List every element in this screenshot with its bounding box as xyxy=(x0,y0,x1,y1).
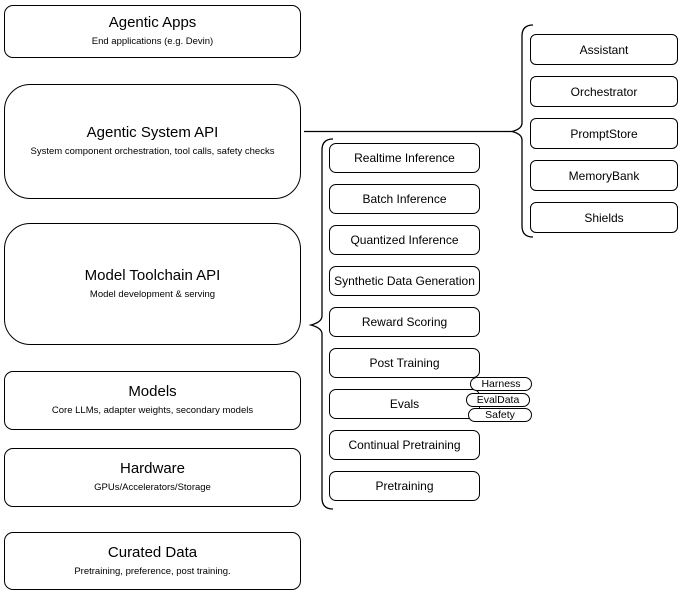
node-title: Hardware xyxy=(119,460,186,478)
node-model-toolchain-api: Model Toolchain API Model development & … xyxy=(4,223,301,345)
node-agentic-apps: Agentic Apps End applications (e.g. Devi… xyxy=(4,5,301,58)
node-agentic-system-api: Agentic System API System component orch… xyxy=(4,84,301,199)
node-pretraining: Pretraining xyxy=(329,471,480,501)
node-label: Continual Pretraining xyxy=(348,438,461,452)
node-title: Agentic Apps xyxy=(108,14,197,32)
node-batch-inference: Batch Inference xyxy=(329,184,480,214)
pill-harness: Harness xyxy=(470,377,532,391)
pill-safety: Safety xyxy=(468,408,532,422)
node-label: Assistant xyxy=(579,42,629,57)
node-memorybank: MemoryBank xyxy=(530,160,678,191)
node-label: Pretraining xyxy=(375,479,434,493)
node-realtime-inference: Realtime Inference xyxy=(329,143,480,173)
pill-label: EvalData xyxy=(476,393,520,406)
node-title: Agentic System API xyxy=(86,124,219,142)
node-title: Curated Data xyxy=(107,543,198,561)
node-subtitle: System component orchestration, tool cal… xyxy=(30,146,275,158)
node-title: Model Toolchain API xyxy=(84,266,221,284)
node-synthetic-data-generation: Synthetic Data Generation xyxy=(329,266,480,296)
node-quantized-inference: Quantized Inference xyxy=(329,225,480,255)
node-assistant: Assistant xyxy=(530,34,678,65)
pill-label: Harness xyxy=(481,377,521,390)
node-label: Shields xyxy=(584,210,624,225)
node-label: Realtime Inference xyxy=(354,151,455,165)
node-models: Models Core LLMs, adapter weights, secon… xyxy=(4,371,301,430)
node-shields: Shields xyxy=(530,202,678,233)
node-reward-scoring: Reward Scoring xyxy=(329,307,480,337)
node-label: Evals xyxy=(389,397,420,411)
node-label: Reward Scoring xyxy=(361,315,448,329)
node-label: MemoryBank xyxy=(568,168,640,183)
node-continual-pretraining: Continual Pretraining xyxy=(329,430,480,460)
node-label: PromptStore xyxy=(570,126,638,141)
node-title: Models xyxy=(128,383,177,401)
node-subtitle: End applications (e.g. Devin) xyxy=(91,36,214,48)
pill-evaldata: EvalData xyxy=(466,393,530,407)
node-label: Post Training xyxy=(369,356,440,370)
node-orchestrator: Orchestrator xyxy=(530,76,678,107)
pill-label: Safety xyxy=(485,408,515,421)
node-promptstore: PromptStore xyxy=(530,118,678,149)
node-label: Batch Inference xyxy=(362,192,447,206)
node-subtitle: Pretraining, preference, post training. xyxy=(74,565,231,577)
node-evals: Evals xyxy=(329,389,480,419)
node-subtitle: GPUs/Accelerators/Storage xyxy=(94,482,211,494)
node-subtitle: Core LLMs, adapter weights, secondary mo… xyxy=(51,405,254,417)
node-hardware: Hardware GPUs/Accelerators/Storage xyxy=(4,448,301,507)
node-curated-data: Curated Data Pretraining, preference, po… xyxy=(4,532,301,590)
node-subtitle: Model development & serving xyxy=(89,288,216,300)
node-post-training: Post Training xyxy=(329,348,480,378)
node-label: Quantized Inference xyxy=(350,233,459,247)
node-label: Synthetic Data Generation xyxy=(334,274,475,288)
node-label: Orchestrator xyxy=(570,84,638,99)
